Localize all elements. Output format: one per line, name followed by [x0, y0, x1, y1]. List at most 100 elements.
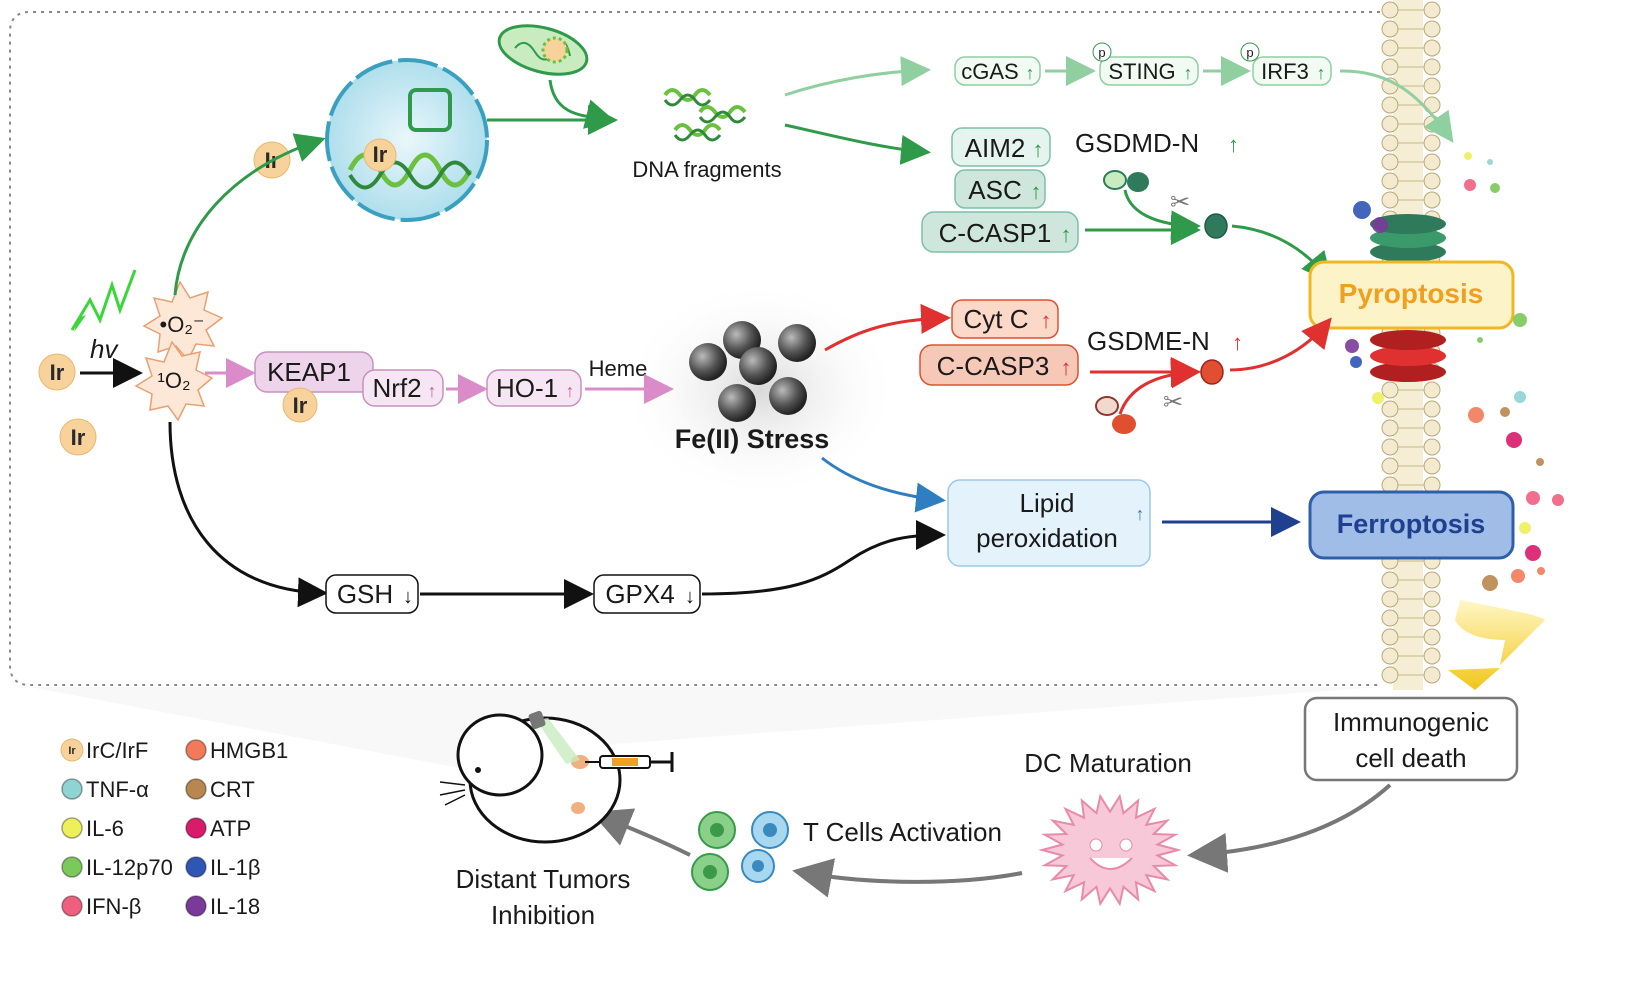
- t-cells-icon: [691, 811, 789, 891]
- cell-boundary: [9, 11, 1380, 686]
- legend-item: IL-12p70: [61, 855, 173, 880]
- svg-text:Ir: Ir: [373, 142, 388, 167]
- cgas-box: cGAS ↑: [954, 56, 1041, 86]
- svg-text:cell death: cell death: [1355, 743, 1466, 773]
- svg-text:↓: ↓: [685, 586, 695, 608]
- legend-label: IL-1β: [210, 855, 261, 880]
- legend-item: IL-1β: [185, 855, 261, 880]
- svg-text:↑: ↑: [1317, 63, 1326, 83]
- svg-text:Cyt C: Cyt C: [964, 304, 1029, 334]
- asc-box: ASC ↑: [954, 169, 1046, 209]
- legend-label: CRT: [210, 777, 255, 802]
- svg-text:↑: ↑: [1033, 137, 1044, 162]
- svg-text:Immunogenic: Immunogenic: [1333, 707, 1489, 737]
- superoxide-burst: •O₂⁻: [142, 280, 224, 362]
- svg-text:GPX4: GPX4: [605, 579, 674, 609]
- gpx4-box: GPX4 ↓: [593, 574, 701, 614]
- svg-text:•O₂⁻: •O₂⁻: [160, 312, 205, 337]
- svg-text:peroxidation: peroxidation: [976, 523, 1118, 553]
- svg-text:Pyroptosis: Pyroptosis: [1339, 278, 1484, 309]
- legend-swatch: [61, 856, 83, 878]
- svg-text:Ferroptosis: Ferroptosis: [1337, 509, 1486, 539]
- ho1-box: HO-1 ↑: [486, 369, 582, 407]
- svg-text:Ir: Ir: [71, 425, 86, 450]
- c-casp3-box: C-CASP3 ↑: [919, 344, 1079, 386]
- legend-item: TNF-α: [61, 777, 149, 802]
- svg-text:Nrf2: Nrf2: [372, 373, 421, 403]
- svg-text:Ir: Ir: [293, 393, 308, 418]
- singlet-oxygen-burst: ¹O₂: [134, 340, 214, 422]
- scissors-icon: ✂: [1170, 189, 1190, 216]
- legend-swatch: [185, 739, 207, 761]
- released-cytokines: [1345, 152, 1564, 591]
- svg-text:Ir: Ir: [50, 360, 65, 385]
- legend-item: HMGB1: [185, 738, 288, 763]
- legend-swatch: [185, 778, 207, 800]
- legend-item: IL-18: [185, 894, 260, 919]
- svg-text:Ir: Ir: [68, 745, 76, 757]
- svg-text:↑: ↑: [1026, 63, 1035, 83]
- ir-complex-icon: Ir: [282, 387, 318, 423]
- legend-swatch: [185, 856, 207, 878]
- svg-text:p: p: [1098, 45, 1105, 60]
- c-casp1-box: C-CASP1 ↑: [921, 211, 1079, 253]
- dna-fragments-icon: [663, 88, 747, 142]
- legend-swatch: [61, 778, 83, 800]
- icd-arrow-icon: [1448, 600, 1545, 690]
- legend-label: IL-6: [86, 816, 124, 841]
- gsdmd-cleavage-icon: ✂: [1103, 170, 1228, 241]
- ir-legend-icon: [60, 738, 84, 762]
- fe-cloud: [620, 280, 900, 500]
- svg-text:↑: ↑: [1061, 355, 1072, 380]
- distant-tumors-label: Distant Tumors: [456, 864, 631, 894]
- ir-complex-icon: Ir: [38, 353, 76, 391]
- lipid-peroxidation-box: Lipid peroxidation ↑: [947, 479, 1151, 567]
- gsdmd-n-label: GSDMD-N: [1075, 128, 1199, 158]
- svg-text:C-CASP3: C-CASP3: [937, 351, 1050, 381]
- legend-swatch: [61, 817, 83, 839]
- svg-text:↑: ↑: [566, 381, 575, 401]
- mitochondrion-icon: [497, 24, 589, 76]
- svg-text:↑: ↑: [1061, 222, 1072, 247]
- legend-item: IFN-β: [61, 894, 141, 919]
- inhibition-label: Inhibition: [491, 900, 595, 930]
- svg-text:ASC: ASC: [968, 175, 1021, 205]
- legend-label: ATP: [210, 816, 251, 841]
- pyroptosis-box: Pyroptosis: [1308, 260, 1515, 330]
- icd-box: Immunogenic cell death: [1303, 696, 1519, 782]
- svg-text:↑: ↑: [1031, 179, 1042, 204]
- keap1-box: KEAP1: [254, 351, 374, 393]
- svg-text:¹O₂: ¹O₂: [158, 368, 191, 393]
- legend-label: HMGB1: [210, 738, 288, 763]
- svg-text:Lipid: Lipid: [1020, 488, 1075, 518]
- gsdmd-pore-icon: [1370, 214, 1446, 262]
- svg-text:cGAS: cGAS: [961, 59, 1018, 84]
- fe-particles-icon: [689, 321, 816, 422]
- svg-text:IRF3: IRF3: [1261, 59, 1309, 84]
- mouse-icon: [30, 687, 1380, 844]
- svg-text:↓: ↓: [403, 586, 413, 608]
- svg-text:KEAP1: KEAP1: [267, 357, 351, 387]
- svg-text:↑: ↑: [1041, 308, 1052, 333]
- legend-swatch: [61, 895, 83, 917]
- legend-label: TNF-α: [86, 777, 149, 802]
- nrf2-box: Nrf2 ↑: [362, 369, 444, 407]
- legend-swatch: [185, 817, 207, 839]
- svg-text:↑: ↑: [428, 381, 437, 401]
- svg-text:↑: ↑: [1136, 504, 1145, 524]
- gsdme-pore-icon: [1370, 330, 1446, 382]
- svg-text:p: p: [1246, 45, 1253, 60]
- gsdme-n-label: GSDME-N: [1087, 326, 1210, 356]
- legend-item: CRT: [185, 777, 255, 802]
- gsh-box: GSH ↓: [325, 574, 419, 614]
- dc-maturation-label: DC Maturation: [1024, 748, 1192, 778]
- svg-text:GSH: GSH: [337, 579, 393, 609]
- svg-text:↑: ↑: [1184, 63, 1193, 83]
- svg-text:C-CASP1: C-CASP1: [939, 218, 1052, 248]
- fe-stress-label: Fe(II) Stress: [675, 424, 830, 454]
- ir-complex-icon: Ir: [59, 418, 97, 456]
- svg-text:AIM2: AIM2: [965, 133, 1026, 163]
